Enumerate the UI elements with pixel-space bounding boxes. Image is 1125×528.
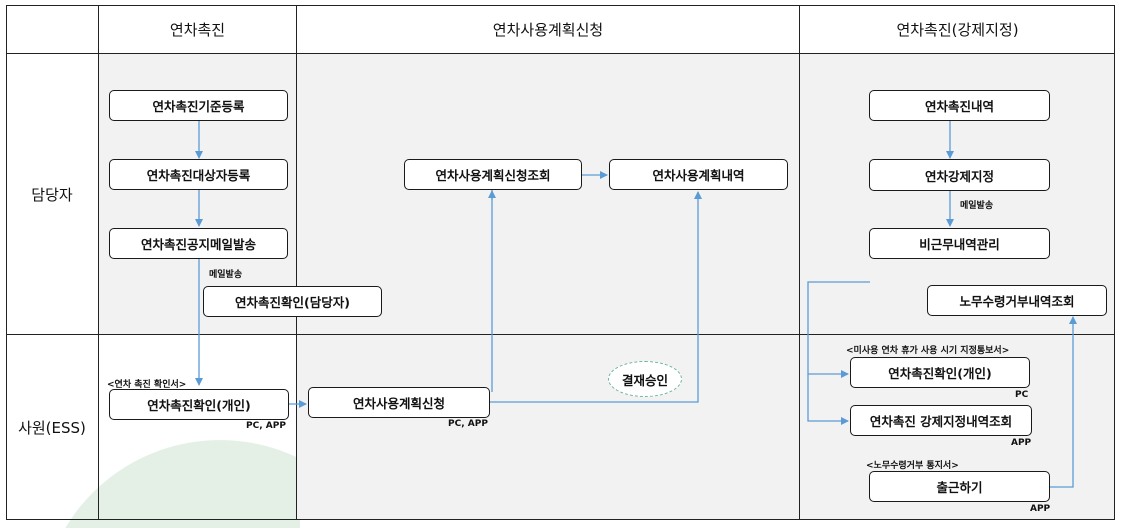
- column-header-promotion: 연차촉진: [169, 20, 226, 39]
- grid-line: [799, 5, 800, 520]
- background-decoration: [0, 430, 300, 528]
- platform-note: PC, APP: [448, 419, 488, 429]
- notice-labor-refusal: <노무수령거부 통지서>: [866, 461, 959, 471]
- node-nonwork-management[interactable]: 비근무내역관리: [869, 228, 1050, 259]
- grid-line: [6, 53, 1115, 54]
- approval-node[interactable]: 결재승인: [608, 361, 682, 397]
- node-confirm-employee[interactable]: 연차촉진확인(개인): [109, 389, 289, 420]
- table-frame: [6, 5, 1115, 520]
- arrow: [807, 281, 870, 378]
- notice-usage-designation: <미사용 연차 휴가 사용 시기 지정통보서>: [846, 346, 1010, 356]
- node-promotion-target[interactable]: 연차촉진대상자등록: [109, 159, 288, 190]
- node-promotion-history[interactable]: 연차촉진내역: [869, 90, 1050, 121]
- node-plan-request-query[interactable]: 연차사용계획신청조회: [404, 159, 582, 190]
- pc-note: PC: [1015, 390, 1029, 400]
- node-confirm-individual[interactable]: 연차촉진확인(개인): [850, 357, 1030, 388]
- node-clock-in[interactable]: 출근하기: [869, 471, 1050, 502]
- grid-line: [6, 334, 1115, 335]
- app-note: APP: [1030, 504, 1051, 514]
- column-header-plan-request: 연차사용계획신청: [492, 20, 604, 39]
- mail-send-note: 메일발송: [960, 201, 994, 211]
- arrow: [490, 191, 702, 403]
- node-plan-request[interactable]: 연차사용계획신청: [308, 387, 490, 418]
- arrow: [807, 374, 849, 425]
- cell-employee-plan: [297, 335, 800, 520]
- column-header-forced: 연차촉진(강제지정): [896, 20, 1019, 39]
- node-forced-designation[interactable]: 연차강제지정: [869, 159, 1050, 191]
- node-forced-history-query[interactable]: 연차촉진 강제지정내역조회: [850, 405, 1032, 436]
- node-promotion-criteria[interactable]: 연차촉진기준등록: [109, 90, 288, 121]
- notice-confirm-doc: <연차 촉진 확인서>: [107, 380, 187, 390]
- node-plan-history[interactable]: 연차사용계획내역: [609, 159, 788, 190]
- grid-line: [296, 5, 297, 520]
- row-label-manager: 담당자: [31, 185, 73, 204]
- node-confirm-manager[interactable]: 연차촉진확인(담당자): [203, 286, 382, 317]
- arrow: [1050, 316, 1077, 488]
- app-note: APP: [1011, 438, 1032, 448]
- node-labor-refusal-query[interactable]: 노무수령거부내역조회: [927, 285, 1107, 316]
- node-notice-mail[interactable]: 연차촉진공지메일발송: [109, 228, 288, 259]
- grid-line: [98, 5, 99, 520]
- mail-send-note: 메일발송: [209, 270, 243, 280]
- row-label-employee: 사원(ESS): [18, 419, 86, 437]
- platform-note: PC, APP: [246, 421, 286, 431]
